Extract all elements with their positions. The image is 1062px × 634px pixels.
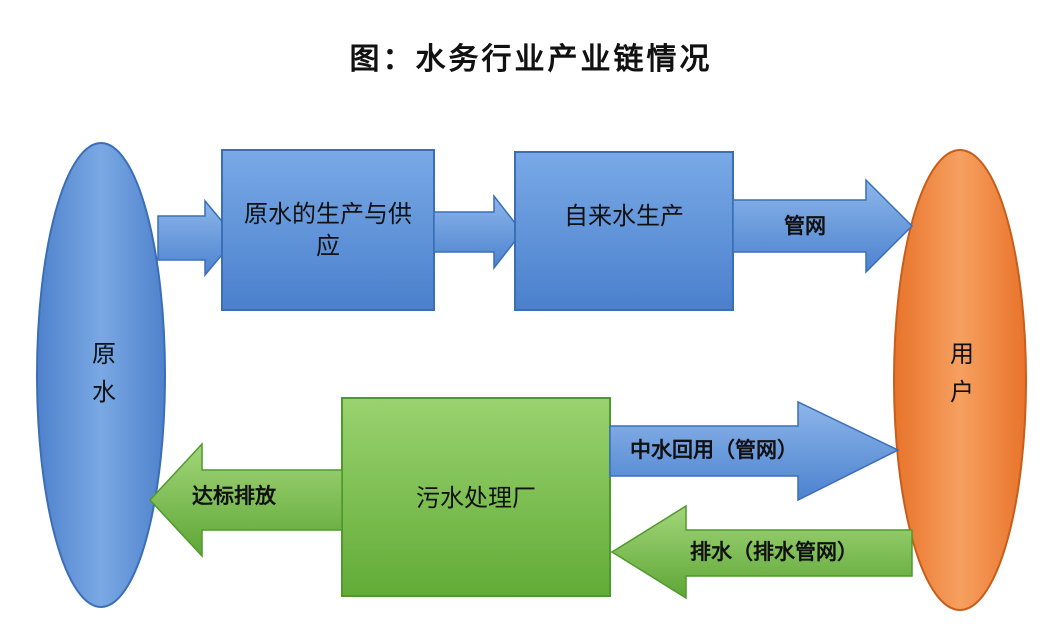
drainage-label: 排水（排水管网） xyxy=(690,540,858,564)
user-node xyxy=(893,149,1027,611)
tap-water-production-box xyxy=(514,151,734,311)
sewage-plant-box xyxy=(341,397,611,597)
sewage-plant-label: 污水处理厂 xyxy=(416,483,536,512)
arrow-reclaimed-water xyxy=(609,400,900,502)
arrow-compliant-discharge xyxy=(148,442,343,558)
reclaimed-water-label: 中水回用（管网） xyxy=(630,438,798,462)
pipe-network-label: 管网 xyxy=(784,214,826,238)
diagram-title: 图：水务行业产业链情况 xyxy=(349,42,713,77)
arrow-source-to-supply xyxy=(157,198,237,278)
source-water-node xyxy=(36,142,166,608)
arrow-pipe-network xyxy=(732,178,914,274)
raw-water-supply-box xyxy=(221,149,435,311)
user-label: 用户 xyxy=(950,340,974,407)
raw-water-supply-label: 原水的生产与供应 xyxy=(244,199,412,260)
compliant-discharge-label: 达标排放 xyxy=(192,484,276,508)
source-water-label: 原水 xyxy=(92,340,116,407)
arrow-drainage xyxy=(610,504,913,600)
tap-water-production-label: 自来水生产 xyxy=(564,201,684,230)
arrow-supply-to-tap xyxy=(433,193,523,271)
